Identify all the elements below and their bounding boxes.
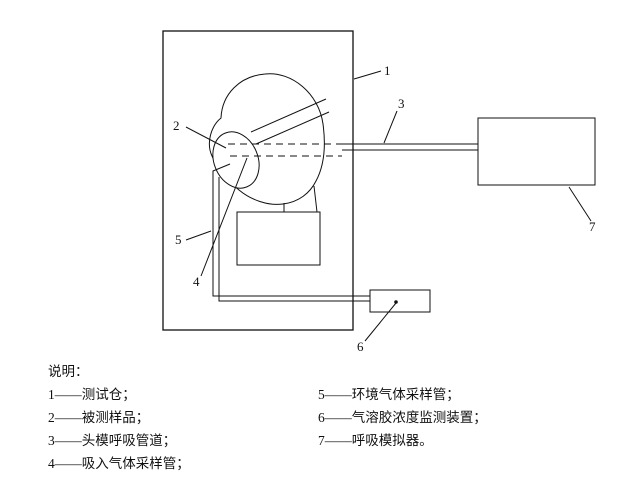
legend-item-1: 1——测试仓； <box>48 387 136 402</box>
legend-item-4: 4——吸入气体采样管； <box>48 456 190 471</box>
aerosol-monitor-box <box>369 289 431 313</box>
callout-4: 4 <box>193 274 200 289</box>
callout-line-6 <box>364 302 397 342</box>
legend-item-5: 5——环境气体采样管； <box>318 387 460 402</box>
head-pedestal <box>236 211 321 266</box>
legend-item-6: 6——气溶胶浓度监测装置； <box>318 410 487 425</box>
neck-right-line <box>313 185 318 213</box>
legend-column-right: 5——环境气体采样管； 6——气溶胶浓度监测装置； 7——呼吸模拟器。 <box>318 383 578 452</box>
mask-strap-upper <box>250 98 327 133</box>
callout-7: 7 <box>589 219 596 234</box>
callout-6: 6 <box>357 339 364 354</box>
sampling-tube-inhaled <box>212 163 370 297</box>
sampling-tube-environment <box>218 177 370 302</box>
legend-column-left: 1——测试仓； 2——被测样品； 3——头模呼吸管道； 4——吸入气体采样管； <box>48 383 308 475</box>
callout-2: 2 <box>173 118 180 133</box>
mask-sample <box>212 131 260 189</box>
callout-line-4 <box>200 157 248 277</box>
callout-line-5 <box>185 230 212 241</box>
breathing-simulator-box <box>477 117 596 186</box>
legend-item-2: 2——被测样品； <box>48 410 150 425</box>
callout-3: 3 <box>398 96 405 111</box>
legend-item-7: 7——呼吸模拟器。 <box>318 433 433 448</box>
legend-item-3: 3——头模呼吸管道； <box>48 433 177 448</box>
callout-line-1 <box>353 70 382 80</box>
legend-title: 说明： <box>48 364 89 379</box>
mask-strap-lower <box>255 111 330 145</box>
callout-1: 1 <box>384 63 391 78</box>
callout-line-7 <box>568 186 592 222</box>
callout-line-2 <box>185 126 227 149</box>
callout-6-dot <box>394 300 398 304</box>
callout-5: 5 <box>175 232 182 247</box>
callout-line-3 <box>383 110 398 144</box>
